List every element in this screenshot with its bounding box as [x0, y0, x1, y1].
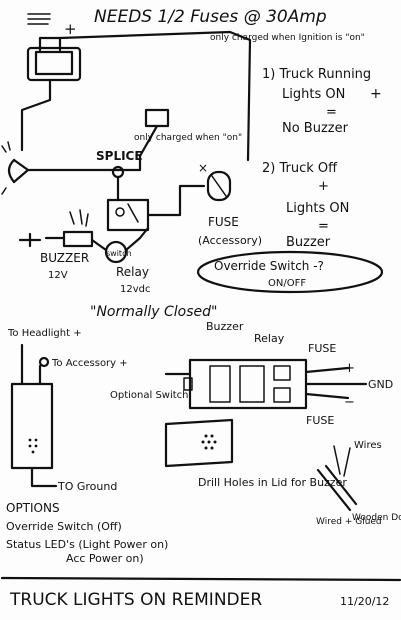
normally-closed-label: "Normally Closed": [90, 304, 217, 320]
lid-icon: [164, 418, 234, 468]
logic-2a: 2) Truck Off: [262, 161, 338, 176]
footer-date: 11/20/12: [340, 595, 389, 608]
fuse-holder-icon: [144, 108, 170, 128]
override-line1: Override Switch -?: [214, 259, 324, 273]
ground-lead: [30, 466, 58, 488]
logic-1c: =: [326, 105, 337, 120]
wires-label: Wires: [354, 440, 382, 451]
battery-positive-wire: [58, 30, 252, 162]
ground-symbol: [18, 232, 66, 248]
buzzer-icon: [62, 209, 94, 248]
options-item1: Override Switch (Off): [6, 520, 122, 533]
footer-divider: [0, 576, 401, 582]
encl-minus: −: [344, 395, 355, 410]
wired-glued-label: Wired + Glued: [316, 517, 382, 527]
override-line2: ON/OFF: [268, 278, 306, 289]
relay-volt-label: 12vdc: [120, 284, 151, 295]
encl-fuse1-label: FUSE: [308, 342, 336, 355]
footer-title: TRUCK LIGHTS ON REMINDER: [9, 590, 262, 610]
headlight-bulb-icon: [1, 141, 30, 195]
battery-plus: +: [64, 20, 77, 38]
logic-2e: Buzzer: [286, 235, 331, 250]
to-accessory-label: To Accessory +: [51, 358, 128, 369]
dowel-icon: [316, 445, 358, 512]
note-ignition-1: only charged when Ignition is "on": [210, 33, 365, 43]
header-title: NEEDS 1/2 Fuses @ 30Amp: [94, 7, 327, 27]
switch-wires: [90, 226, 150, 252]
header-scribble-icon: [27, 13, 51, 25]
fuse-label: FUSE: [208, 215, 239, 229]
encl-right-wires: [304, 366, 368, 400]
battery-ground-wire: [20, 78, 52, 152]
splice-label: SPLICE: [96, 149, 143, 163]
logic-2c: Lights ON: [286, 201, 349, 216]
relay-label: Relay: [116, 265, 149, 279]
optional-switch-label: Optional Switch: [110, 390, 189, 401]
encl-fuse2-label: FUSE: [306, 414, 334, 427]
fuse-icon: [206, 170, 232, 202]
splice-node: [111, 165, 125, 179]
logic-2b: +: [318, 179, 329, 194]
relay-icon: [106, 198, 150, 232]
accessory-label: (Accessory): [198, 234, 262, 247]
options-item2b: Acc Power on): [66, 552, 144, 565]
to-headlight-label: To Headlight +: [7, 328, 82, 339]
logic-2d: =: [318, 219, 329, 234]
lights-wire: [116, 124, 159, 172]
encl-plus: +: [344, 361, 355, 376]
logic-1a: 1) Truck Running: [262, 67, 371, 82]
logic-1-plus: +: [370, 86, 382, 102]
wooden-dowel-label: Wooden Dowel: [352, 513, 401, 523]
drill-holes-label: Drill Holes in Lid for Buzzer: [198, 476, 347, 489]
relay-fuse-wire: [146, 184, 206, 217]
switch-label: switch: [106, 249, 132, 258]
fuse-x-mark: ×: [198, 161, 208, 175]
enclosure-box-icon: [10, 382, 54, 470]
override-ellipse: [196, 250, 384, 294]
buzzer-label: BUZZER: [40, 251, 89, 265]
to-ground-label: TO Ground: [57, 480, 117, 493]
accessory-terminal: [38, 356, 50, 368]
options-heading: OPTIONS: [6, 501, 60, 515]
enclosure-layout-icon: [183, 358, 308, 410]
encl-relay-label: Relay: [254, 332, 285, 345]
gnd-label: GND: [368, 378, 393, 391]
logic-1b: Lights ON: [282, 87, 345, 102]
note-lights-on: only charged when "on": [134, 133, 242, 143]
buzzer-volt-label: 12V: [48, 270, 68, 281]
battery-icon: [26, 36, 82, 82]
options-item2a: Status LED's (Light Power on): [6, 538, 168, 551]
logic-1d: No Buzzer: [282, 121, 349, 136]
encl-buzzer-label: Buzzer: [206, 320, 244, 333]
switch-icon: [104, 240, 128, 264]
